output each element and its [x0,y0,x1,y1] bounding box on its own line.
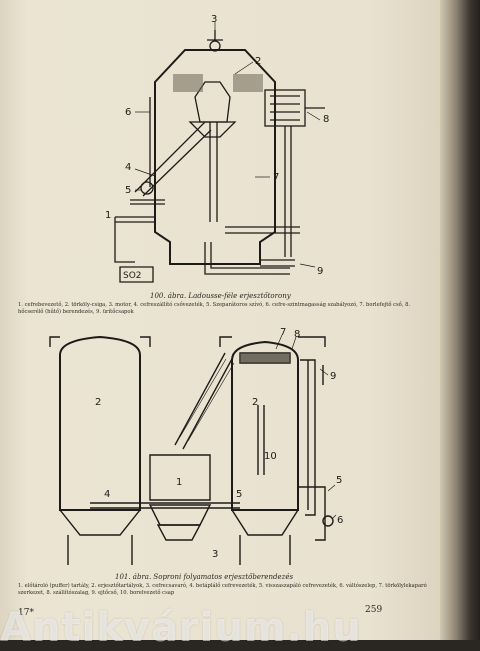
fig101-label-3: 3 [212,549,218,560]
fig101-label-2-right: 2 [252,397,258,408]
watermark: Antikvárium.hu [0,605,362,651]
fig100-label-7: 7 [273,172,279,183]
fig101-label-8: 8 [294,329,300,340]
figure-100-legend: 1. cefrebevezető, 2. törköly-csiga, 3. m… [18,302,411,315]
fig101-label-6: 6 [337,515,343,526]
figure-100-diagram: 3 2 6 4 5 7 8 1 9 SO2 [105,14,329,283]
page-number: 259 [365,605,383,615]
fig100-so2-label: SO2 [123,271,142,281]
fig101-label-1: 1 [176,477,182,488]
figure-101-title: 101. ábra. Soproni folyamatos erjesztőbe… [115,573,294,581]
book-gutter [440,0,480,640]
fig101-label-5: 5 [336,475,342,486]
fig100-label-8: 8 [323,114,329,125]
fig100-label-4: 4 [125,162,131,173]
fig101-label-7: 7 [280,327,286,338]
fig100-label-2: 2 [255,56,261,67]
figure-101-diagram: 2 1 4 2 10 5 3 7 8 9 5 6 [49,327,343,565]
fig101-label-4-right: 5 [236,489,242,500]
figure-101-legend: 1. előtároló (puffer) tartály, 2. erjesz… [18,583,427,596]
fig100-label-9: 9 [317,266,323,277]
fig100-label-6: 6 [125,107,131,118]
fig101-label-10: 10 [264,451,277,462]
fig101-label-2-left: 2 [95,397,101,408]
fig100-label-1: 1 [105,210,111,221]
figure-100-title: 100. ábra. Ladousse-féle erjesztőtorony [150,292,291,300]
fig101-label-9: 9 [330,371,336,382]
signature-mark: 17* [18,608,34,618]
fig100-label-5: 5 [125,185,131,196]
book-page [0,0,462,640]
fig100-label-3: 3 [211,14,217,25]
fig101-label-4-left: 4 [104,489,110,500]
